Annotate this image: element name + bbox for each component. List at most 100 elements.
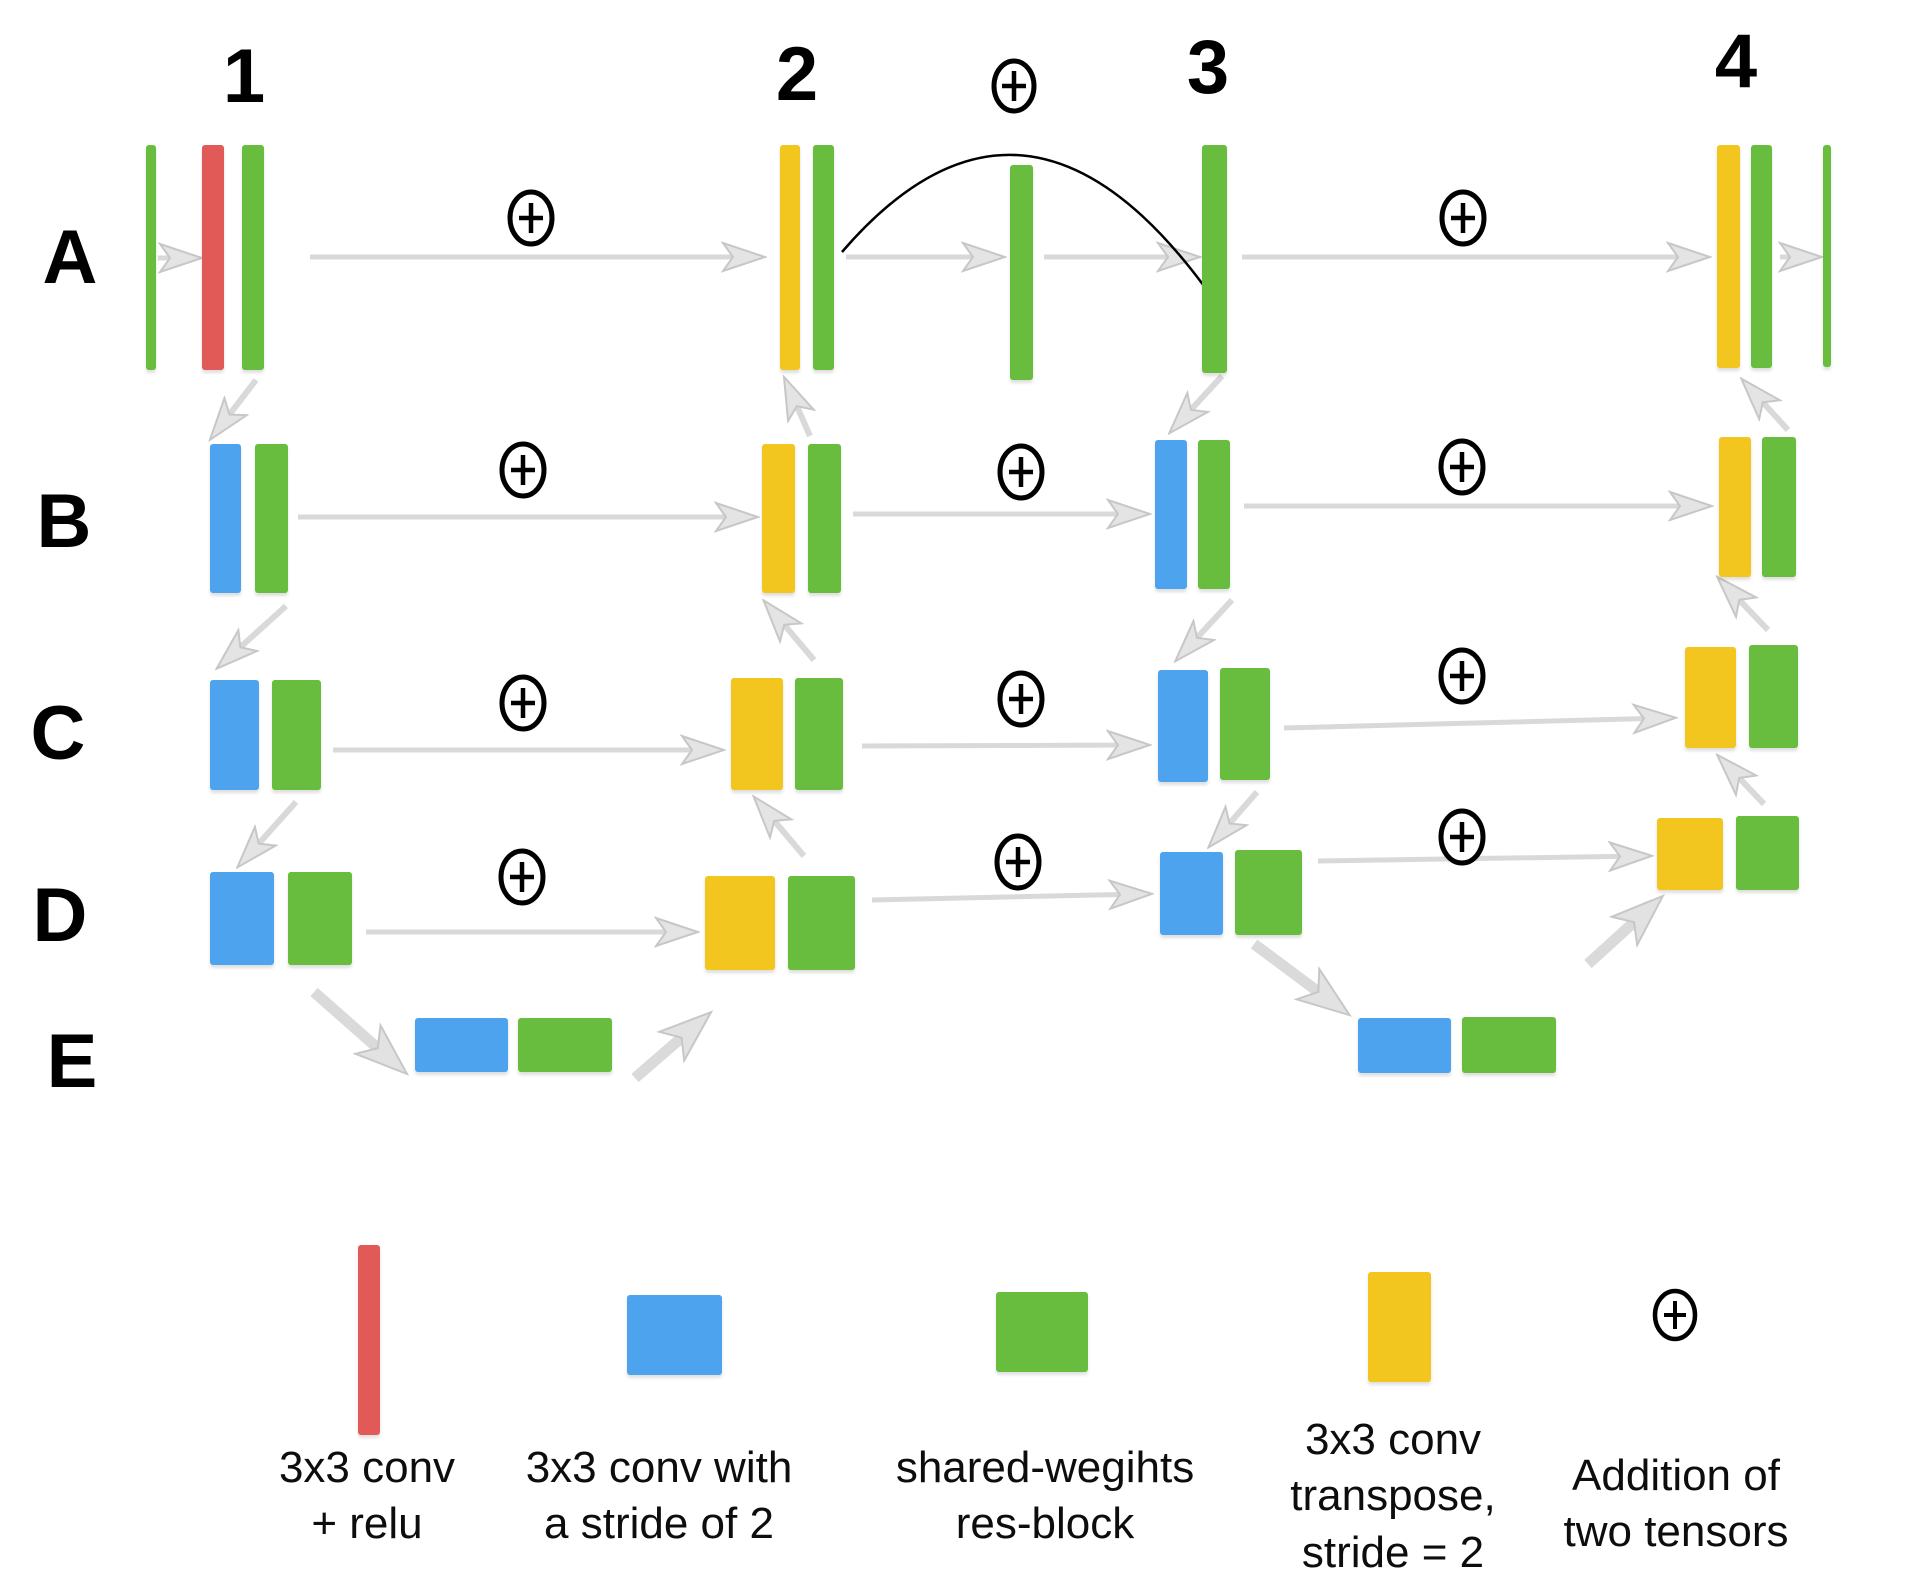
block-b1-resblock xyxy=(255,444,288,593)
row-label-c: C xyxy=(30,691,86,776)
legend-blue-rect-icon xyxy=(627,1295,722,1375)
plus-icon xyxy=(1438,647,1486,705)
block-e-left-stride2-conv xyxy=(415,1018,508,1072)
block-d3-resblock xyxy=(1235,850,1302,935)
legend-label-line: + relu xyxy=(311,1499,423,1549)
plus-icon xyxy=(991,58,1037,114)
plus-icons xyxy=(498,58,1698,1342)
legend-label-line: shared-wegihts xyxy=(895,1443,1195,1492)
block-a1-conv-relu xyxy=(202,145,224,370)
legend-label-resblock: shared-wegihts res-block xyxy=(896,1440,1194,1553)
downsample-arrow-c-d-col3 xyxy=(1215,790,1260,840)
block-a1-resblock xyxy=(242,145,264,370)
downsample-arrow-b-c-col1 xyxy=(224,603,289,662)
legend-label-line: a stride of 2 xyxy=(544,1499,774,1549)
legend-label-addition: Addition of two tensors xyxy=(1564,1448,1789,1561)
upsample-arrow-c-b-col2 xyxy=(770,608,817,662)
skip-arrow-d-2-3 xyxy=(871,894,1142,900)
block-e-right-resblock xyxy=(1462,1017,1556,1073)
upsample-arrow-b-a-col4 xyxy=(1748,386,1791,433)
block-c3-resblock xyxy=(1220,668,1270,780)
block-d1-resblock xyxy=(288,872,352,965)
plus-icon xyxy=(1438,438,1486,496)
plus-icon xyxy=(507,189,555,247)
row-label-a: A xyxy=(42,215,98,300)
legend-label-line: 3x3 conv with xyxy=(525,1443,793,1492)
legend-label-line: transpose, xyxy=(1290,1471,1496,1521)
plus-icon xyxy=(1439,189,1487,247)
plus-icon xyxy=(994,833,1042,891)
block-b2-conv-transpose xyxy=(762,444,795,593)
block-c2-resblock xyxy=(795,678,843,790)
block-b2-resblock xyxy=(808,444,841,593)
column-label-2: 2 xyxy=(775,32,819,117)
block-b3-stride2-conv xyxy=(1155,440,1187,589)
block-c4-conv-transpose xyxy=(1685,647,1736,748)
plus-icon xyxy=(499,674,547,732)
downsample-arrow-d-e-right xyxy=(1250,939,1340,1008)
residual-arc-2-3 xyxy=(841,153,1206,287)
block-a4-resblock xyxy=(1751,145,1772,368)
upsample-arrow-b-a-col2 xyxy=(788,386,810,438)
legend-red-bar-icon xyxy=(358,1245,380,1435)
skip-arrow-c-2-3 xyxy=(861,745,1140,746)
block-b4-resblock xyxy=(1762,437,1796,577)
block-a4-conv-transpose xyxy=(1717,145,1740,368)
legend-plus-circle-icon xyxy=(1652,1288,1698,1342)
upsample-arrow-e-d-col2 xyxy=(631,1020,702,1083)
legend-label-conv-relu: 3x3 conv + relu xyxy=(279,1440,455,1553)
block-b1-stride2-conv xyxy=(210,444,241,593)
block-a2-resblock xyxy=(813,145,834,370)
legend-label-conv-transpose: 3x3 conv transpose, stride = 2 xyxy=(1290,1412,1495,1580)
block-a2-conv-transpose xyxy=(780,145,800,370)
legend-label-line: two tensors xyxy=(1563,1507,1789,1557)
block-d4-resblock xyxy=(1736,816,1799,890)
column-label-1: 1 xyxy=(222,34,266,119)
downsample-arrow-a-b-col3 xyxy=(1176,373,1225,426)
legend-label-stride2-conv: 3x3 conv with a stride of 2 xyxy=(526,1440,793,1553)
upsample-arrow-d-c-col4 xyxy=(1724,762,1767,807)
upsample-arrow-d-c-col2 xyxy=(760,804,807,858)
legend-yellow-rect-icon xyxy=(1368,1272,1431,1382)
row-label-b: B xyxy=(36,479,92,564)
row-label-d: D xyxy=(32,873,88,958)
block-c2-conv-transpose xyxy=(731,678,783,790)
downsample-arrow-d-e-left xyxy=(310,987,398,1066)
upsample-arrow-e-d-col4 xyxy=(1584,904,1654,969)
block-c4-resblock xyxy=(1749,645,1798,748)
legend-green-rect-icon xyxy=(996,1292,1088,1372)
block-d3-stride2-conv xyxy=(1160,852,1223,935)
column-label-3: 3 xyxy=(1186,25,1230,110)
block-c3-stride2-conv xyxy=(1158,670,1208,782)
skip-arrow-c-3-4 xyxy=(1283,718,1666,728)
block-a1-input-tensor xyxy=(146,145,156,370)
block-e-left-resblock xyxy=(518,1018,612,1072)
plus-icon xyxy=(499,441,547,499)
block-c1-resblock xyxy=(272,680,321,790)
plus-icon xyxy=(1438,808,1486,866)
block-a3-resblock xyxy=(1202,145,1227,373)
block-d2-resblock xyxy=(788,876,855,970)
legend-label-line: res-block xyxy=(955,1499,1135,1549)
plus-icon xyxy=(997,670,1045,728)
block-a-middle-resblock xyxy=(1010,165,1033,380)
plus-icon xyxy=(997,443,1045,501)
upsample-arrow-c-b-col4 xyxy=(1724,584,1771,633)
skip-arrow-d-3-4 xyxy=(1317,856,1642,861)
row-label-e: E xyxy=(46,1019,98,1104)
column-label-4: 4 xyxy=(1714,19,1758,104)
block-e-right-stride2-conv xyxy=(1358,1018,1451,1073)
plus-icon xyxy=(498,848,546,906)
block-d4-conv-transpose xyxy=(1657,818,1723,890)
legend-label-line: 3x3 conv xyxy=(1304,1415,1482,1464)
block-d2-conv-transpose xyxy=(705,876,775,970)
legend-label-line: 3x3 conv xyxy=(278,1443,456,1492)
block-a4-output-tensor xyxy=(1823,145,1831,367)
block-b4-conv-transpose xyxy=(1719,437,1751,577)
block-c1-stride2-conv xyxy=(210,680,259,790)
block-b3-resblock xyxy=(1198,440,1230,589)
legend-label-line: stride = 2 xyxy=(1301,1527,1485,1577)
legend-label-line: Addition of xyxy=(1572,1451,1780,1500)
